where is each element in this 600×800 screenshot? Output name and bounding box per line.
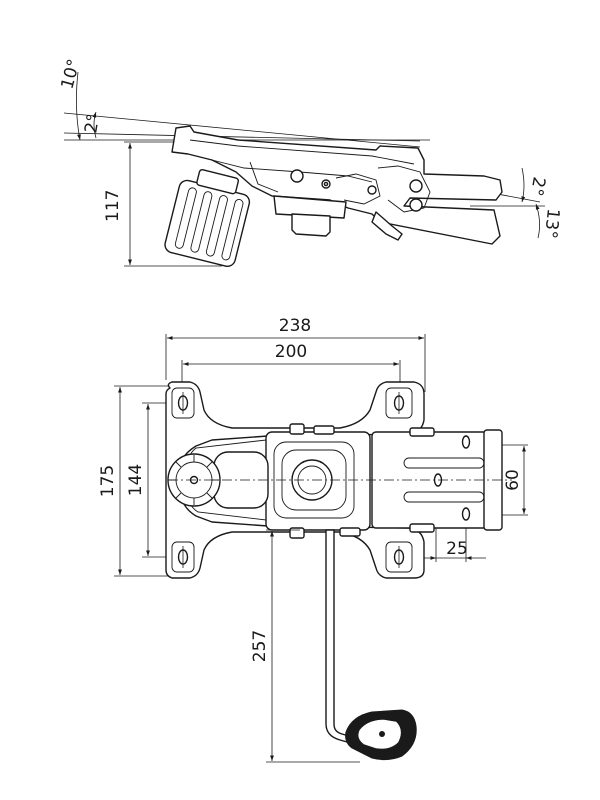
- lever-handle-rivet: [379, 731, 385, 737]
- slider-hole-top: [461, 435, 471, 449]
- plate-curve-line: [249, 161, 279, 193]
- slider-hole-bottom: [461, 507, 471, 521]
- height-label-175: 175: [98, 465, 118, 497]
- angle-arc-10: [76, 71, 81, 141]
- mechanism-housing: [335, 173, 381, 205]
- slot-top: [403, 457, 485, 469]
- lever-length-label-257: 257: [250, 630, 270, 662]
- plate-flange-line: [189, 139, 415, 165]
- tilt-linkage: [377, 165, 431, 213]
- link-pin: [367, 185, 377, 195]
- angle-arc-right-13: [535, 203, 540, 239]
- mounting-hole-top-right: [385, 387, 413, 419]
- adjust-lever: [325, 529, 357, 745]
- pivot-bolt: [290, 169, 304, 183]
- mounting-hole-bottom-left: [171, 541, 195, 573]
- slot-bottom: [403, 491, 485, 503]
- angle-label-10: 10°: [58, 57, 85, 91]
- cylinder-socket-flange: [273, 195, 347, 219]
- lever-stub: [371, 211, 403, 241]
- seat-plate-side: [171, 125, 503, 245]
- top-tab: [313, 425, 335, 435]
- knob-grip: [221, 199, 244, 261]
- knob-grip: [190, 191, 213, 253]
- slider-clip-top: [409, 427, 435, 437]
- angle-arc-2: [92, 111, 97, 139]
- offset-label-25: 25: [446, 539, 468, 559]
- height-label-117: 117: [103, 190, 123, 222]
- tension-knob-side: [164, 169, 251, 268]
- mounting-hole-bottom-right: [385, 541, 413, 573]
- knob-grip: [174, 187, 197, 249]
- bottom-tab: [289, 527, 305, 539]
- knob-neck: [196, 169, 240, 195]
- slider-clip-bottom: [409, 523, 435, 533]
- side-view: [63, 71, 545, 268]
- bottom-tab: [339, 527, 361, 537]
- width-label-200: 200: [275, 342, 307, 362]
- angle-label-2: 2°: [81, 112, 104, 135]
- angle-reference-line-2: [63, 132, 421, 142]
- slot-label-60: 60: [503, 469, 523, 491]
- rivet-center: [323, 181, 329, 187]
- knob-grip: [205, 195, 228, 257]
- angle-label-right-2: 2°: [526, 175, 549, 198]
- angle-arc-right-2: [521, 167, 526, 203]
- spring-bolt: [409, 179, 423, 193]
- cylinder-socket: [291, 213, 331, 237]
- lock-bolt: [409, 198, 423, 212]
- mounting-hole-top-left: [171, 387, 195, 419]
- top-tab: [289, 423, 305, 435]
- height-label-144: 144: [126, 464, 146, 496]
- width-label-238: 238: [279, 316, 311, 336]
- top-view: [114, 334, 528, 763]
- angle-reference-line-10: [63, 112, 421, 148]
- angle-label-right-13: 13°: [540, 207, 563, 239]
